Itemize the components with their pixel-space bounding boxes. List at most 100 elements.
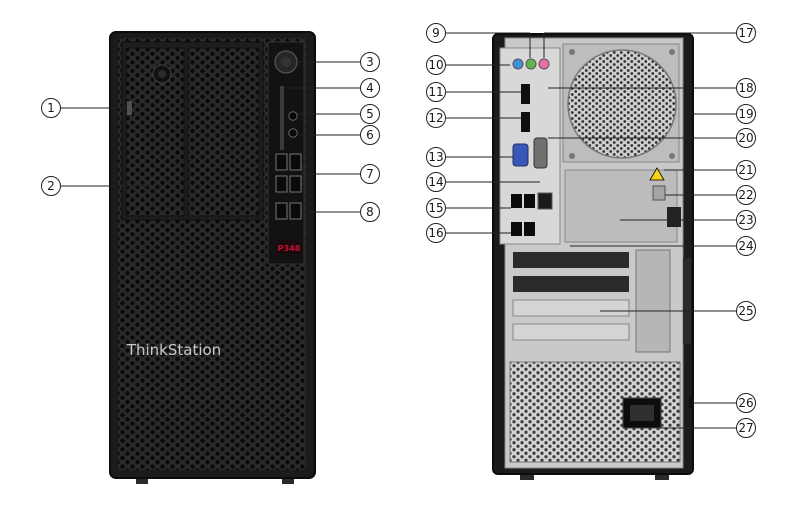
warning-label-icon xyxy=(649,167,665,181)
callout-20: 20 xyxy=(548,128,756,148)
audio-mic-port[interactable] xyxy=(538,58,550,70)
callout-22: 22 xyxy=(665,185,756,205)
callout-3: 3 xyxy=(297,52,380,72)
microphone-jack[interactable] xyxy=(288,128,298,138)
fan-screw xyxy=(669,153,675,159)
front-usb-port[interactable] xyxy=(289,175,302,193)
callout-number: 16 xyxy=(428,226,443,240)
headset-jack[interactable] xyxy=(288,111,298,121)
callout-number: 15 xyxy=(428,201,443,215)
callout-9: 9 xyxy=(426,23,531,58)
callout-19: 19 xyxy=(690,104,756,124)
power-connector-inner xyxy=(630,405,654,421)
front-usb-port[interactable] xyxy=(289,202,302,220)
callout-number: 21 xyxy=(738,163,753,177)
fan-screw xyxy=(669,49,675,55)
slim-drive-bay-1 xyxy=(125,47,185,217)
model-badge: P348 xyxy=(278,244,301,253)
callout-number: 27 xyxy=(738,421,753,435)
callout-1: 1 xyxy=(41,98,127,118)
callout-number: 12 xyxy=(428,111,443,125)
rear-usb-port[interactable] xyxy=(524,222,535,236)
front-usb-port[interactable] xyxy=(289,153,302,171)
callout-15: 15 xyxy=(426,198,511,218)
callout-number: 18 xyxy=(738,81,753,95)
front-usb-ports xyxy=(275,153,302,220)
callout-number: 14 xyxy=(428,175,443,189)
exhaust-fan-grille xyxy=(567,49,677,159)
callout-25: 25 xyxy=(600,301,756,321)
slot-cover-latch[interactable] xyxy=(683,258,691,344)
front-view: P348 ThinkStation xyxy=(109,31,316,484)
callout-number: 10 xyxy=(428,58,443,72)
callout-18: 18 xyxy=(548,78,756,98)
callout-number: 8 xyxy=(366,205,374,219)
callout-13: 13 xyxy=(426,147,513,167)
padlock-loop[interactable] xyxy=(652,185,666,201)
expansion-slot xyxy=(512,323,630,341)
power-button-center xyxy=(281,57,291,67)
callout-5: 5 xyxy=(298,104,380,124)
rear-usb-port[interactable] xyxy=(511,194,522,208)
callout-24: 24 xyxy=(570,236,756,256)
callout-number: 3 xyxy=(366,55,374,69)
callout-number: 17 xyxy=(738,26,753,40)
expansion-slot xyxy=(513,252,629,268)
rear-usb-port[interactable] xyxy=(511,222,522,236)
graphics-card-bracket xyxy=(635,249,671,353)
callout-number: 1 xyxy=(47,101,55,115)
callouts: 1 2 3 4 5 6 7 xyxy=(41,23,756,438)
callout-2: 2 xyxy=(41,176,150,196)
displayport-2[interactable] xyxy=(521,112,530,132)
callout-8: 8 xyxy=(302,202,380,222)
callout-11: 11 xyxy=(426,82,521,102)
front-usb-port[interactable] xyxy=(275,202,288,220)
audio-line-in-port[interactable] xyxy=(512,58,524,70)
slim-drive-bay-2 xyxy=(187,47,260,217)
serial-port[interactable] xyxy=(533,137,548,169)
rear-usb-port[interactable] xyxy=(524,194,535,208)
callout-14: 14 xyxy=(426,172,540,192)
callout-number: 26 xyxy=(738,396,753,410)
callout-12: 12 xyxy=(426,108,521,128)
callout-number: 20 xyxy=(738,131,753,145)
front-io-strip xyxy=(267,41,305,265)
expansion-slot xyxy=(512,299,630,317)
callout-10: 10 xyxy=(426,55,510,75)
callout-number: 6 xyxy=(366,128,374,142)
fan-screw xyxy=(569,49,575,55)
vga-port[interactable] xyxy=(512,143,529,167)
callout-7: 7 xyxy=(301,164,380,186)
audio-line-out-port[interactable] xyxy=(525,58,537,70)
callout-number: 25 xyxy=(738,304,753,318)
brand-logo-text: ThinkStation xyxy=(126,341,221,359)
callout-16: 16 xyxy=(426,223,511,243)
front-usb-port[interactable] xyxy=(275,153,288,171)
displayport-1[interactable] xyxy=(521,84,530,104)
callout-number: 4 xyxy=(366,81,374,95)
front-usb-port[interactable] xyxy=(275,175,288,193)
callout-number: 24 xyxy=(738,239,753,253)
model-badge-plate xyxy=(278,240,300,254)
callout-number: 9 xyxy=(432,26,440,40)
callout-number: 22 xyxy=(738,188,753,202)
callout-number: 13 xyxy=(428,150,443,164)
callout-number: 19 xyxy=(738,107,753,121)
callout-23: 23 xyxy=(620,210,756,230)
callout-6: 6 xyxy=(298,125,380,145)
callout-number: 11 xyxy=(428,85,443,99)
sd-card-slot[interactable] xyxy=(280,86,284,150)
card-reader-slot[interactable] xyxy=(127,101,132,115)
io-shield xyxy=(499,47,561,245)
security-lock-latch[interactable] xyxy=(667,207,681,227)
callout-21: 21 xyxy=(664,160,756,180)
callout-number: 2 xyxy=(47,179,55,193)
callout-4: 4 xyxy=(284,78,380,98)
expansion-slots xyxy=(512,252,630,341)
kensington-lock-slot[interactable] xyxy=(689,398,694,408)
expansion-slot xyxy=(513,276,629,292)
ethernet-port[interactable] xyxy=(537,192,553,210)
cable-lock-block xyxy=(564,169,678,243)
callout-17: 17 xyxy=(543,23,756,58)
